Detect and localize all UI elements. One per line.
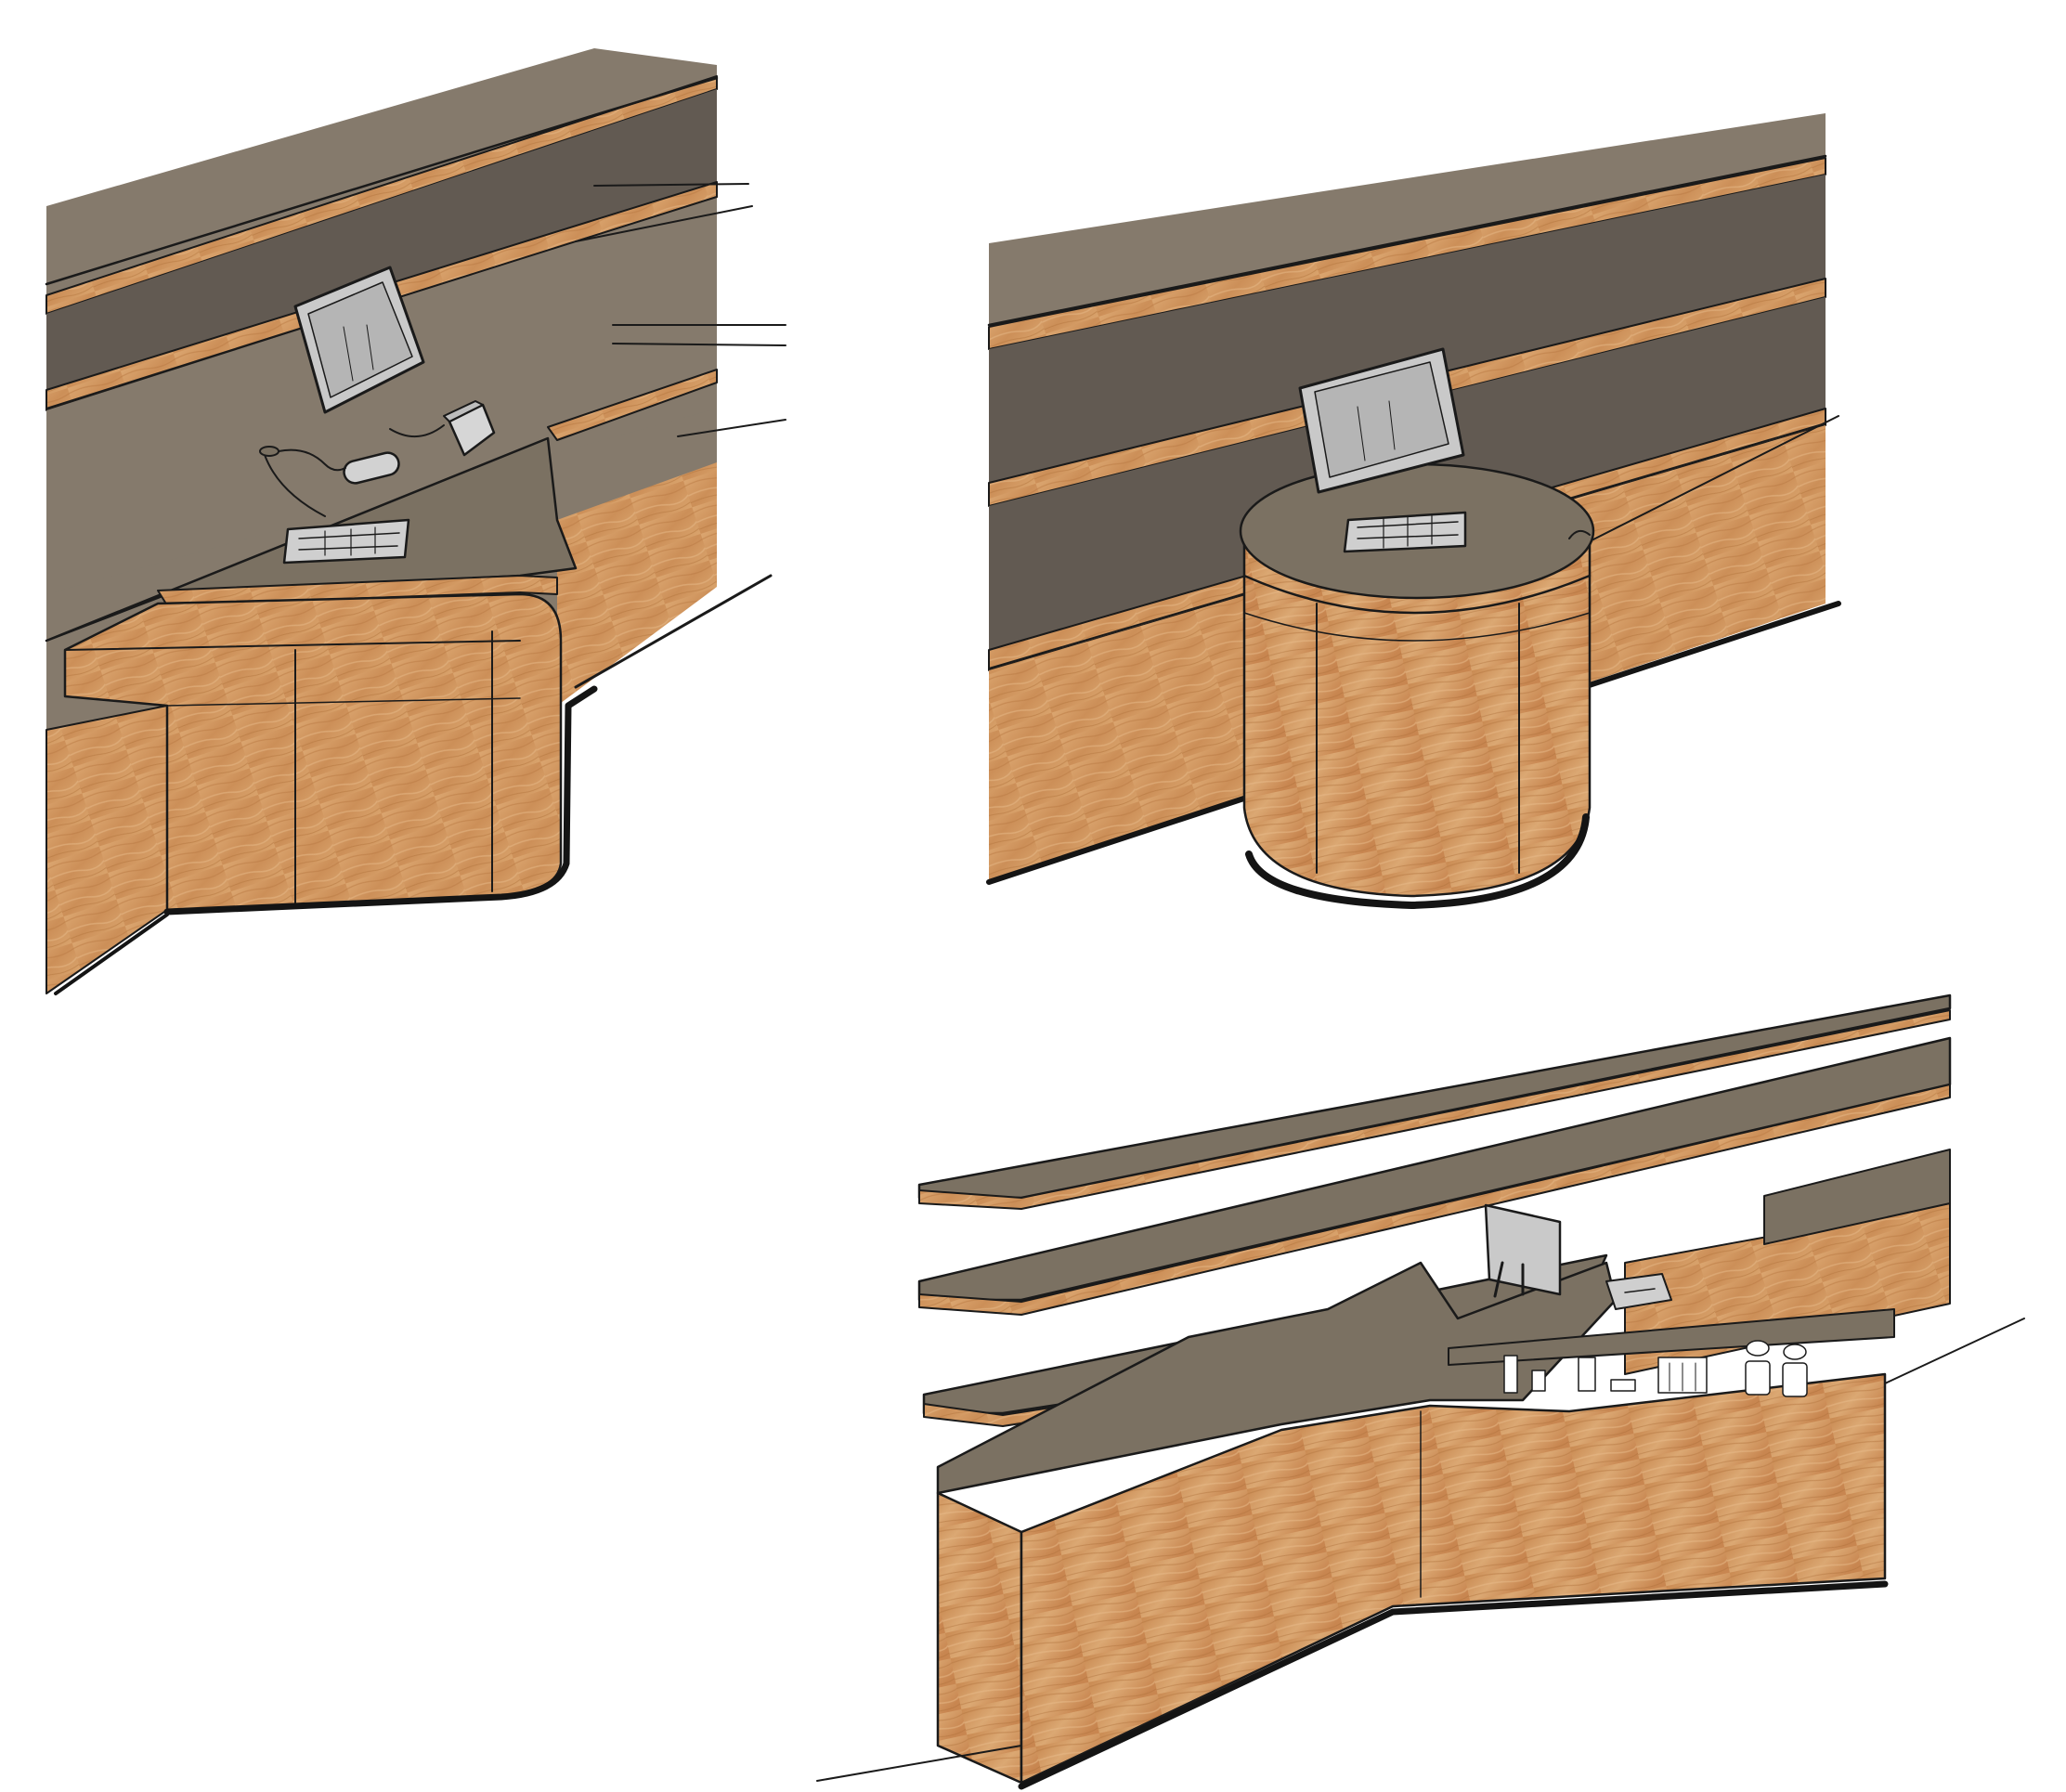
- speaker-icon: [443, 400, 496, 457]
- desk-left-face: [45, 705, 168, 994]
- cup-icon: [1531, 1370, 1546, 1392]
- counter-top: [936, 1261, 1618, 1495]
- monitor-icon: [293, 266, 425, 414]
- wood-rail-3: [547, 369, 718, 441]
- cable-grommet: [259, 446, 279, 457]
- monitor-icon-2: [1298, 347, 1465, 494]
- dark-band-2a: [989, 175, 1826, 483]
- wall-wood-base: [557, 462, 717, 706]
- dark-band-1: [46, 89, 717, 390]
- cup-icon: [1610, 1379, 1636, 1392]
- counter-front: [936, 1491, 1023, 1785]
- keyboard-icon: [282, 518, 410, 565]
- mouse-icon: [343, 451, 400, 485]
- cup-icon: [1745, 1360, 1771, 1396]
- cup-icon: [1782, 1362, 1808, 1397]
- cup-icon: [1503, 1355, 1518, 1394]
- cup-icon: [1578, 1357, 1596, 1392]
- monitor-icon-3: [1484, 1203, 1562, 1298]
- cups-and-containers: [1503, 1340, 1808, 1397]
- keyboard-icon-2: [1343, 511, 1467, 553]
- sketch-long-counter: [816, 993, 2025, 1790]
- card-terminal-icon: [1605, 1273, 1672, 1310]
- sketch-angled-desk: [45, 48, 786, 995]
- lower-wall: [46, 197, 717, 594]
- sketch-cylinder-desk: [986, 113, 1841, 909]
